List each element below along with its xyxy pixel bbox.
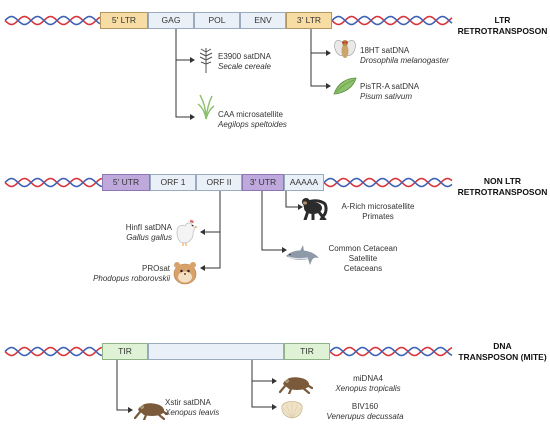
segment-5-ltr: 5' LTR [100, 12, 148, 29]
segment-polya: AAAAA [284, 174, 324, 191]
dna-strand-red [4, 177, 103, 188]
title-line-2: TRANSPOSON (MITE) [458, 352, 547, 362]
item-species: Xenopus tropicalis [335, 384, 401, 393]
fruit-fly-icon [334, 39, 356, 58]
clam-shell-icon [281, 401, 303, 419]
segment-3-utr: 3' UTR [242, 174, 284, 191]
segment-tir-left: TIR [102, 343, 148, 360]
dna-strand-blue [331, 15, 453, 26]
item-species: Xenopus leavis [165, 408, 220, 417]
segment-env: ENV [240, 12, 286, 29]
segment-pol: POL [194, 12, 240, 29]
item-species: Secale cereale [218, 62, 271, 71]
dna-strand-red [323, 177, 453, 188]
title-line-2: RETROTRANSPOSON [457, 26, 548, 36]
item-e3900: E3900 satDNA Secale cereale [218, 52, 298, 72]
segment-middle [148, 343, 284, 360]
dna-helix-dna-left [4, 346, 103, 357]
dna-helix-dna-right [329, 346, 453, 357]
chicken-icon [176, 219, 198, 246]
hamster-icon [173, 262, 197, 285]
item-name: PisTR-A satDNA [360, 82, 420, 91]
item-a-rich: A-Rich microsatellite Primates [333, 202, 423, 222]
item-species: Cetaceans [343, 264, 383, 273]
segment-orf1: ORF 1 [150, 174, 196, 191]
item-species: Venerupus decussata [326, 412, 404, 421]
item-name: HinfI satDNA [125, 223, 172, 232]
item-name: CAA microsatellite [218, 110, 283, 119]
dna-helix-nonltr-left [4, 177, 103, 188]
item-pistr-a: PisTR-A satDNA Pisum sativum [360, 82, 460, 102]
item-prosat: PROsat Phodopus roborovskii [62, 264, 170, 284]
dna-strand-red [331, 15, 453, 26]
item-midna4: miDNA4 Xenopus tropicalis [318, 374, 418, 394]
grass-plant-icon [197, 94, 215, 120]
segment-orf2: ORF II [196, 174, 242, 191]
item-species: Aegilops speltoides [218, 120, 287, 129]
dna-helix-ltr-left [4, 15, 101, 26]
item-species: Pisum sativum [360, 92, 413, 101]
segment-3-ltr: 3' LTR [286, 12, 332, 29]
pea-pod-icon [333, 77, 357, 95]
item-name: Xstir satDNA [165, 398, 211, 407]
dna-helix-nonltr-right [323, 177, 453, 188]
title-line-1: LTR [494, 15, 511, 25]
item-caa-microsatellite: CAA microsatellite Aegilops speltoides [218, 110, 308, 130]
item-name: E3900 satDNA [218, 52, 271, 61]
dna-strand-red [4, 346, 103, 357]
item-name: Common Cetacean [328, 244, 398, 253]
item-name: miDNA4 [353, 374, 383, 383]
item-species: Primates [362, 212, 394, 221]
item-species: Drosophila melanogaster [360, 56, 449, 65]
item-hinfi: HinfI satDNA Gallus gallus [92, 223, 172, 243]
dna-helix-ltr-right [331, 15, 453, 26]
dolphin-icon [286, 245, 319, 265]
dna-strand-blue [323, 177, 453, 188]
item-species: Phodopus roborovskii [93, 274, 170, 283]
segment-gag: GAG [148, 12, 194, 29]
dna-strand-blue [4, 15, 101, 26]
title-line-1: NON LTR [483, 176, 522, 186]
title-line-2: RETROTRANSPOSON [457, 187, 548, 197]
section-title-dna: DNA TRANSPOSON (MITE) [455, 341, 550, 363]
item-name: 18HT satDNA [360, 46, 410, 55]
item-species: Gallus gallus [126, 233, 172, 242]
dna-strand-blue [329, 346, 453, 357]
item-name: A-Rich microsatellite [341, 202, 415, 211]
title-line-1: DNA [493, 341, 512, 351]
item-biv160: BIV160 Venerupus decussata [310, 402, 420, 422]
segment-tir-right: TIR [284, 343, 330, 360]
chimpanzee-icon [302, 198, 328, 220]
item-18ht: 18HT satDNA Drosophila melanogaster [360, 46, 470, 66]
segment-5-utr: 5' UTR [102, 174, 150, 191]
item-name-2: Satellite [348, 254, 378, 263]
item-xstir: Xstir satDNA Xenopus leavis [165, 398, 245, 418]
rye-plant-icon [199, 48, 213, 73]
item-cetacean: Common Cetacean Satellite Cetaceans [318, 244, 408, 274]
item-name: BIV160 [351, 402, 379, 411]
dna-strand-blue [4, 177, 103, 188]
dna-strand-red [4, 15, 101, 26]
item-name: PROsat [141, 264, 170, 273]
dna-strand-blue [4, 346, 103, 357]
frog-icon [279, 377, 313, 394]
dna-strand-red [329, 346, 453, 357]
section-title-ltr: LTR RETROTRANSPOSON [455, 15, 550, 37]
frog-icon [134, 403, 168, 420]
section-title-nonltr: NON LTR RETROTRANSPOSON [455, 176, 550, 198]
